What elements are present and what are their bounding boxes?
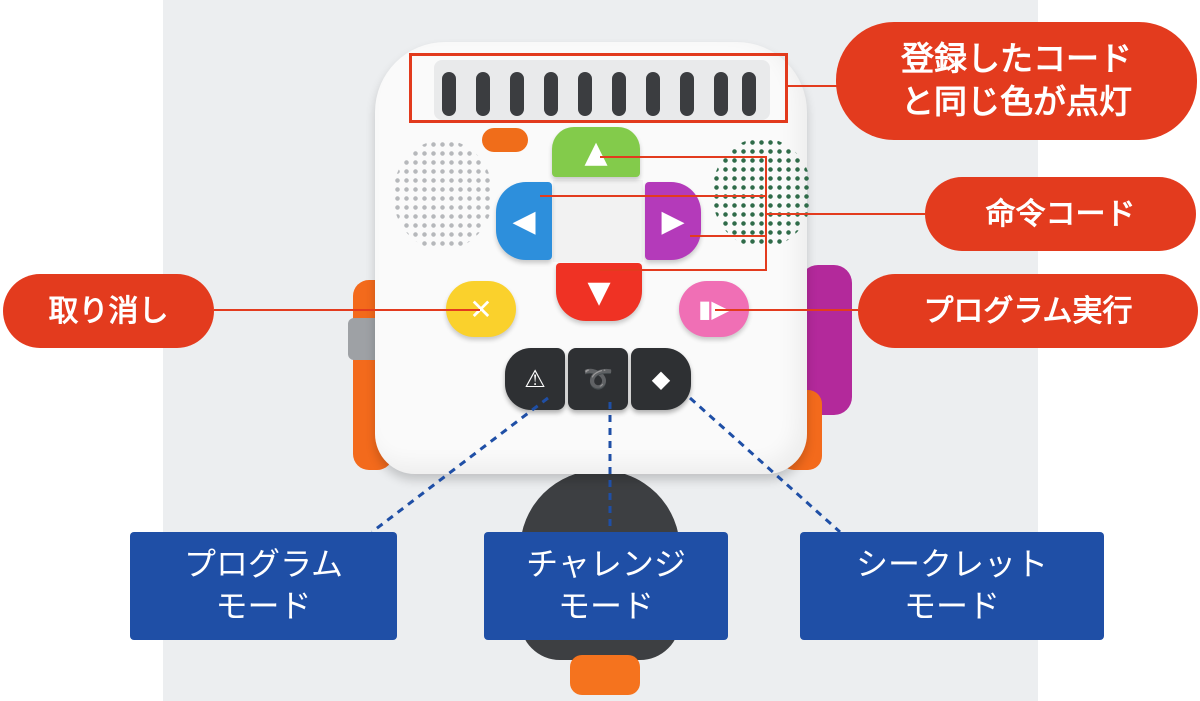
code-light xyxy=(646,72,660,116)
secret-mode-icon: ◆ xyxy=(651,365,671,393)
code-light xyxy=(714,72,728,116)
cross-icon: ✕ xyxy=(469,292,493,326)
code-light xyxy=(680,72,694,116)
code-light xyxy=(612,72,626,116)
command-bracket xyxy=(600,156,767,271)
secret-mode-leader-line xyxy=(689,396,841,534)
secret-mode-label-line-1: シークレット xyxy=(855,545,1048,584)
secret-mode-label-line-2: モード xyxy=(903,587,1000,625)
code-light xyxy=(544,72,558,116)
code-light-callout: 登録したコード と同じ色が点灯 xyxy=(836,22,1197,140)
program-mode-label-line-2: モード xyxy=(215,587,312,625)
arrow-left-icon: ◀ xyxy=(512,203,536,239)
cancel-label: 取り消し xyxy=(48,293,169,329)
front-caster xyxy=(570,655,640,695)
secret-mode-callout: シークレット モード xyxy=(800,532,1104,640)
dpad-center xyxy=(553,180,643,262)
code-light-callout-line-2: と同じ色が点灯 xyxy=(901,82,1132,121)
program-mode-label-line-1: プログラム xyxy=(183,545,344,584)
arrow-up-icon: ▲ xyxy=(584,134,608,170)
command-code-callout: 命令コード xyxy=(925,177,1196,251)
code-light-callout-line-1: 登録したコード xyxy=(901,39,1132,79)
cancel-callout: 取り消し xyxy=(3,274,214,348)
arrow-right-icon: ▶ xyxy=(661,203,685,239)
run-program-label: プログラム実行 xyxy=(923,293,1133,329)
secret-mode-button[interactable]: ◆ xyxy=(631,348,691,410)
code-light xyxy=(442,72,456,116)
left-speaker-grille xyxy=(393,140,493,250)
code-light-highlight-frame xyxy=(409,53,788,123)
challenge-mode-label-line-1: チャレンジ xyxy=(526,545,686,584)
code-light xyxy=(476,72,490,116)
program-mode-callout: プログラム モード xyxy=(130,532,397,640)
up-button[interactable]: ▲ xyxy=(552,127,640,177)
command-code-label: 命令コード xyxy=(985,196,1136,232)
challenge-mode-label-line-2: モード xyxy=(557,587,654,625)
code-light xyxy=(510,72,524,116)
challenge-mode-icon: ➰ xyxy=(583,365,613,393)
challenge-mode-callout: チャレンジ モード xyxy=(484,532,728,640)
challenge-mode-button[interactable]: ➰ xyxy=(568,348,628,410)
code-light xyxy=(742,72,756,116)
program-mode-icon: ⚠ xyxy=(524,365,546,393)
arrow-down-icon: ▼ xyxy=(587,274,611,310)
run-program-callout: プログラム実行 xyxy=(858,274,1198,348)
program-mode-leader-line xyxy=(371,396,549,534)
program-mode-button[interactable]: ⚠ xyxy=(505,348,565,410)
power-switch[interactable] xyxy=(482,128,528,152)
code-light xyxy=(578,72,592,116)
down-button[interactable]: ▼ xyxy=(556,263,642,321)
